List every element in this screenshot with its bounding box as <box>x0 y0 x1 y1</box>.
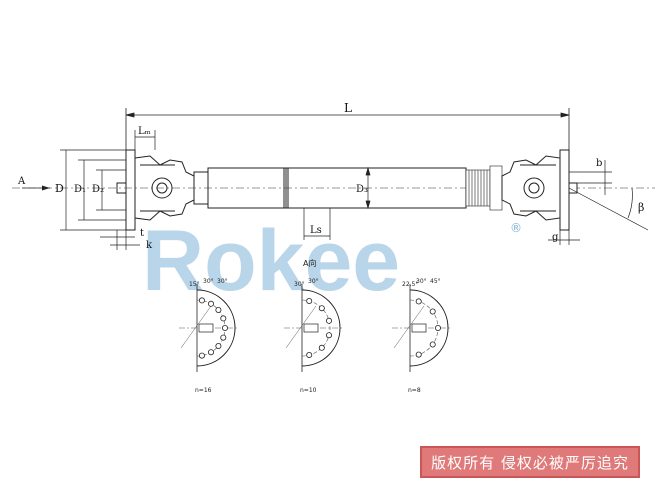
angle-label: 15° <box>189 281 200 288</box>
pattern-caption: n=8 <box>408 387 421 394</box>
bolt-hole <box>215 342 222 349</box>
left-universal-joint <box>134 155 209 221</box>
dims-t-k <box>100 230 140 250</box>
right-universal-joint <box>501 155 561 221</box>
left-diameter-dims <box>60 149 126 231</box>
registered-mark: ® <box>510 221 522 235</box>
bolt-hole <box>207 349 214 356</box>
bolt-hole <box>220 334 227 341</box>
bolt-hole <box>318 344 325 351</box>
label-Lm: Lₘ <box>138 126 151 137</box>
bolt-hole <box>325 332 332 339</box>
bolt-hole <box>220 315 227 322</box>
label-Ls: Ls <box>310 225 322 236</box>
view-label: A向 <box>303 258 316 268</box>
angle-label: 30° <box>294 281 305 288</box>
label-A: A <box>17 176 26 187</box>
dimension-g <box>548 230 580 245</box>
bolt-hole <box>306 297 313 304</box>
flange-pattern-3: 22.5°30°45° n=8 <box>392 278 452 394</box>
flange-pattern-1: 15°30°30°n=16 <box>179 278 239 394</box>
bolt-hole <box>215 306 222 313</box>
dimension-L <box>125 108 570 150</box>
bolt-hole <box>325 317 332 324</box>
watermark-text: Rokee <box>142 213 400 309</box>
copyright-notice: 版权所有 侵权必被严厉追究 <box>420 446 640 478</box>
dims-b-beta <box>568 160 649 231</box>
left-flange <box>116 149 136 231</box>
dimension-Lm <box>134 130 156 150</box>
label-beta: β <box>638 201 644 214</box>
label-k: k <box>146 240 153 251</box>
flange-pattern-2: 30°30° n=10 <box>284 278 344 394</box>
copyright-text: 版权所有 侵权必被严厉追究 <box>431 453 629 472</box>
watermark: Rokee ® <box>142 213 522 309</box>
angle-label: 45° <box>430 278 441 285</box>
angle-label: 30° <box>217 278 228 285</box>
bolt-hole <box>429 308 436 315</box>
label-t: t <box>140 228 144 239</box>
label-g: g <box>552 232 559 243</box>
right-flange <box>559 149 578 231</box>
bolt-hole <box>306 351 313 358</box>
bolt-hole <box>434 324 441 331</box>
pattern-caption: n=16 <box>195 387 212 394</box>
angle-label: 30° <box>203 278 214 285</box>
label-D2: D₂ <box>92 184 104 195</box>
angle-label: 30° <box>416 278 427 285</box>
bolt-hole <box>318 305 325 312</box>
bolt-hole <box>207 300 214 307</box>
label-b: b <box>596 158 602 169</box>
dimension-Ls <box>303 208 331 240</box>
label-L: L <box>344 101 352 115</box>
bolt-hole <box>198 352 205 359</box>
bolt-hole <box>198 297 205 304</box>
bolt-hole <box>429 341 436 348</box>
dimension-D3 <box>365 166 371 210</box>
angle-label: 30° <box>308 278 319 285</box>
angle-label: 22.5° <box>402 281 418 288</box>
spline-section <box>465 165 503 211</box>
bolt-hole <box>415 298 422 305</box>
pattern-caption: n=10 <box>300 387 317 394</box>
label-D: D <box>55 182 64 195</box>
label-D1: D₁ <box>74 184 86 195</box>
label-D3: D₃ <box>356 184 368 195</box>
bolt-hole <box>221 324 228 331</box>
bolt-hole <box>415 351 422 358</box>
